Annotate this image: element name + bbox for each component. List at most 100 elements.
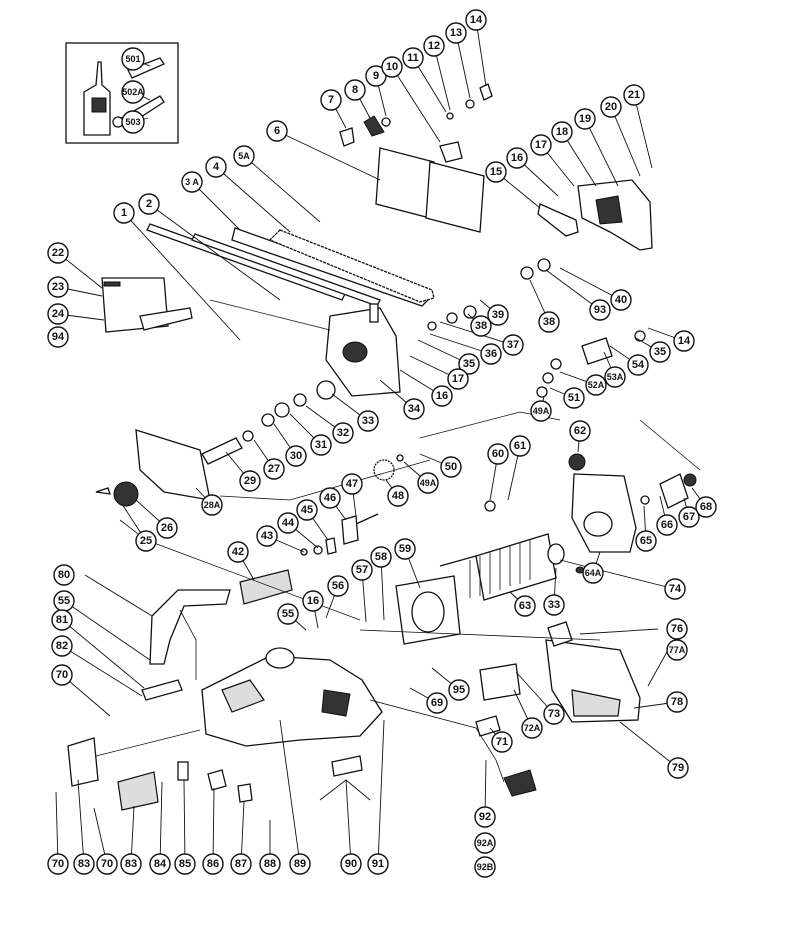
callout-95[interactable]: 95: [448, 679, 470, 701]
callout-92[interactable]: 92: [474, 806, 496, 828]
callout-5A[interactable]: 5A: [233, 145, 255, 167]
callout-2[interactable]: 2: [138, 193, 160, 215]
callout-78[interactable]: 78: [666, 691, 688, 713]
callout-45[interactable]: 45: [296, 499, 318, 521]
callout-38-right[interactable]: 38: [538, 311, 560, 333]
callout-63[interactable]: 63: [514, 595, 536, 617]
callout-20[interactable]: 20: [600, 96, 622, 118]
callout-58[interactable]: 58: [370, 546, 392, 568]
callout-81[interactable]: 81: [51, 609, 73, 631]
callout-29[interactable]: 29: [239, 470, 261, 492]
callout-44[interactable]: 44: [277, 512, 299, 534]
callout-33-lower[interactable]: 33: [543, 594, 565, 616]
callout-86[interactable]: 86: [202, 853, 224, 875]
callout-25[interactable]: 25: [135, 530, 157, 552]
callout-60[interactable]: 60: [487, 443, 509, 465]
callout-502A[interactable]: 502A: [121, 80, 145, 104]
callout-10[interactable]: 10: [381, 56, 403, 78]
callout-61[interactable]: 61: [509, 435, 531, 457]
callout-28A[interactable]: 28A: [201, 494, 223, 516]
callout-46[interactable]: 46: [319, 487, 341, 509]
callout-503[interactable]: 503: [121, 110, 145, 134]
callout-69[interactable]: 69: [426, 692, 448, 714]
callout-62[interactable]: 62: [569, 420, 591, 442]
callout-14-top[interactable]: 14: [465, 9, 487, 31]
callout-72A[interactable]: 72A: [521, 717, 543, 739]
callout-55-mid[interactable]: 55: [277, 603, 299, 625]
callout-32[interactable]: 32: [332, 422, 354, 444]
callout-64A[interactable]: 64A: [582, 562, 604, 584]
callout-17-top[interactable]: 17: [530, 134, 552, 156]
callout-83-right[interactable]: 83: [120, 853, 142, 875]
callout-13[interactable]: 13: [445, 22, 467, 44]
callout-54[interactable]: 54: [627, 354, 649, 376]
callout-14-right[interactable]: 14: [673, 330, 695, 352]
callout-84[interactable]: 84: [149, 853, 171, 875]
callout-39[interactable]: 39: [487, 304, 509, 326]
callout-34[interactable]: 34: [403, 398, 425, 420]
callout-21[interactable]: 21: [623, 84, 645, 106]
callout-92A[interactable]: 92A: [474, 832, 496, 854]
callout-35-left[interactable]: 35: [458, 353, 480, 375]
callout-70-bottom-left[interactable]: 70: [47, 853, 69, 875]
callout-16-top[interactable]: 16: [506, 147, 528, 169]
callout-71[interactable]: 71: [491, 731, 513, 753]
callout-12[interactable]: 12: [423, 35, 445, 57]
callout-9[interactable]: 9: [365, 65, 387, 87]
callout-27[interactable]: 27: [263, 458, 285, 480]
callout-59[interactable]: 59: [394, 538, 416, 560]
callout-49A-right[interactable]: 49A: [530, 400, 552, 422]
callout-11[interactable]: 11: [402, 47, 424, 69]
callout-77A[interactable]: 77A: [666, 639, 688, 661]
callout-16-lower[interactable]: 16: [302, 590, 324, 612]
callout-19[interactable]: 19: [574, 108, 596, 130]
callout-43[interactable]: 43: [256, 525, 278, 547]
callout-23[interactable]: 23: [47, 276, 69, 298]
callout-50[interactable]: 50: [440, 456, 462, 478]
callout-83-left[interactable]: 83: [73, 853, 95, 875]
callout-73[interactable]: 73: [543, 703, 565, 725]
callout-26[interactable]: 26: [156, 517, 178, 539]
callout-51[interactable]: 51: [563, 387, 585, 409]
callout-56[interactable]: 56: [327, 575, 349, 597]
callout-66[interactable]: 66: [656, 514, 678, 536]
callout-42[interactable]: 42: [227, 541, 249, 563]
callout-70-upper[interactable]: 70: [51, 664, 73, 686]
callout-76[interactable]: 76: [666, 618, 688, 640]
callout-36[interactable]: 36: [480, 343, 502, 365]
callout-67[interactable]: 67: [678, 506, 700, 528]
callout-80[interactable]: 80: [53, 564, 75, 586]
callout-52A[interactable]: 52A: [585, 374, 607, 396]
callout-74[interactable]: 74: [664, 578, 686, 600]
callout-91[interactable]: 91: [367, 853, 389, 875]
callout-88[interactable]: 88: [259, 853, 281, 875]
callout-37[interactable]: 37: [502, 334, 524, 356]
callout-22[interactable]: 22: [47, 242, 69, 264]
callout-79[interactable]: 79: [667, 757, 689, 779]
callout-90[interactable]: 90: [340, 853, 362, 875]
callout-55-left[interactable]: 55: [53, 590, 75, 612]
callout-65[interactable]: 65: [635, 530, 657, 552]
callout-35-right[interactable]: 35: [649, 341, 671, 363]
callout-38-left[interactable]: 38: [470, 315, 492, 337]
callout-85[interactable]: 85: [174, 853, 196, 875]
callout-7[interactable]: 7: [320, 89, 342, 111]
callout-94[interactable]: 94: [47, 326, 69, 348]
callout-18[interactable]: 18: [551, 121, 573, 143]
callout-68[interactable]: 68: [695, 496, 717, 518]
callout-33-upper[interactable]: 33: [357, 410, 379, 432]
callout-4[interactable]: 4: [205, 156, 227, 178]
callout-93[interactable]: 93: [589, 299, 611, 321]
callout-15[interactable]: 15: [485, 161, 507, 183]
callout-6[interactable]: 6: [266, 120, 288, 142]
callout-17-mid[interactable]: 17: [447, 368, 469, 390]
callout-40[interactable]: 40: [610, 289, 632, 311]
callout-31[interactable]: 31: [310, 434, 332, 456]
callout-82[interactable]: 82: [51, 635, 73, 657]
callout-70-bottom-mid[interactable]: 70: [96, 853, 118, 875]
callout-89[interactable]: 89: [289, 853, 311, 875]
callout-57[interactable]: 57: [351, 559, 373, 581]
callout-16-mid[interactable]: 16: [431, 385, 453, 407]
callout-48[interactable]: 48: [387, 485, 409, 507]
callout-3A[interactable]: 3 A: [181, 171, 203, 193]
